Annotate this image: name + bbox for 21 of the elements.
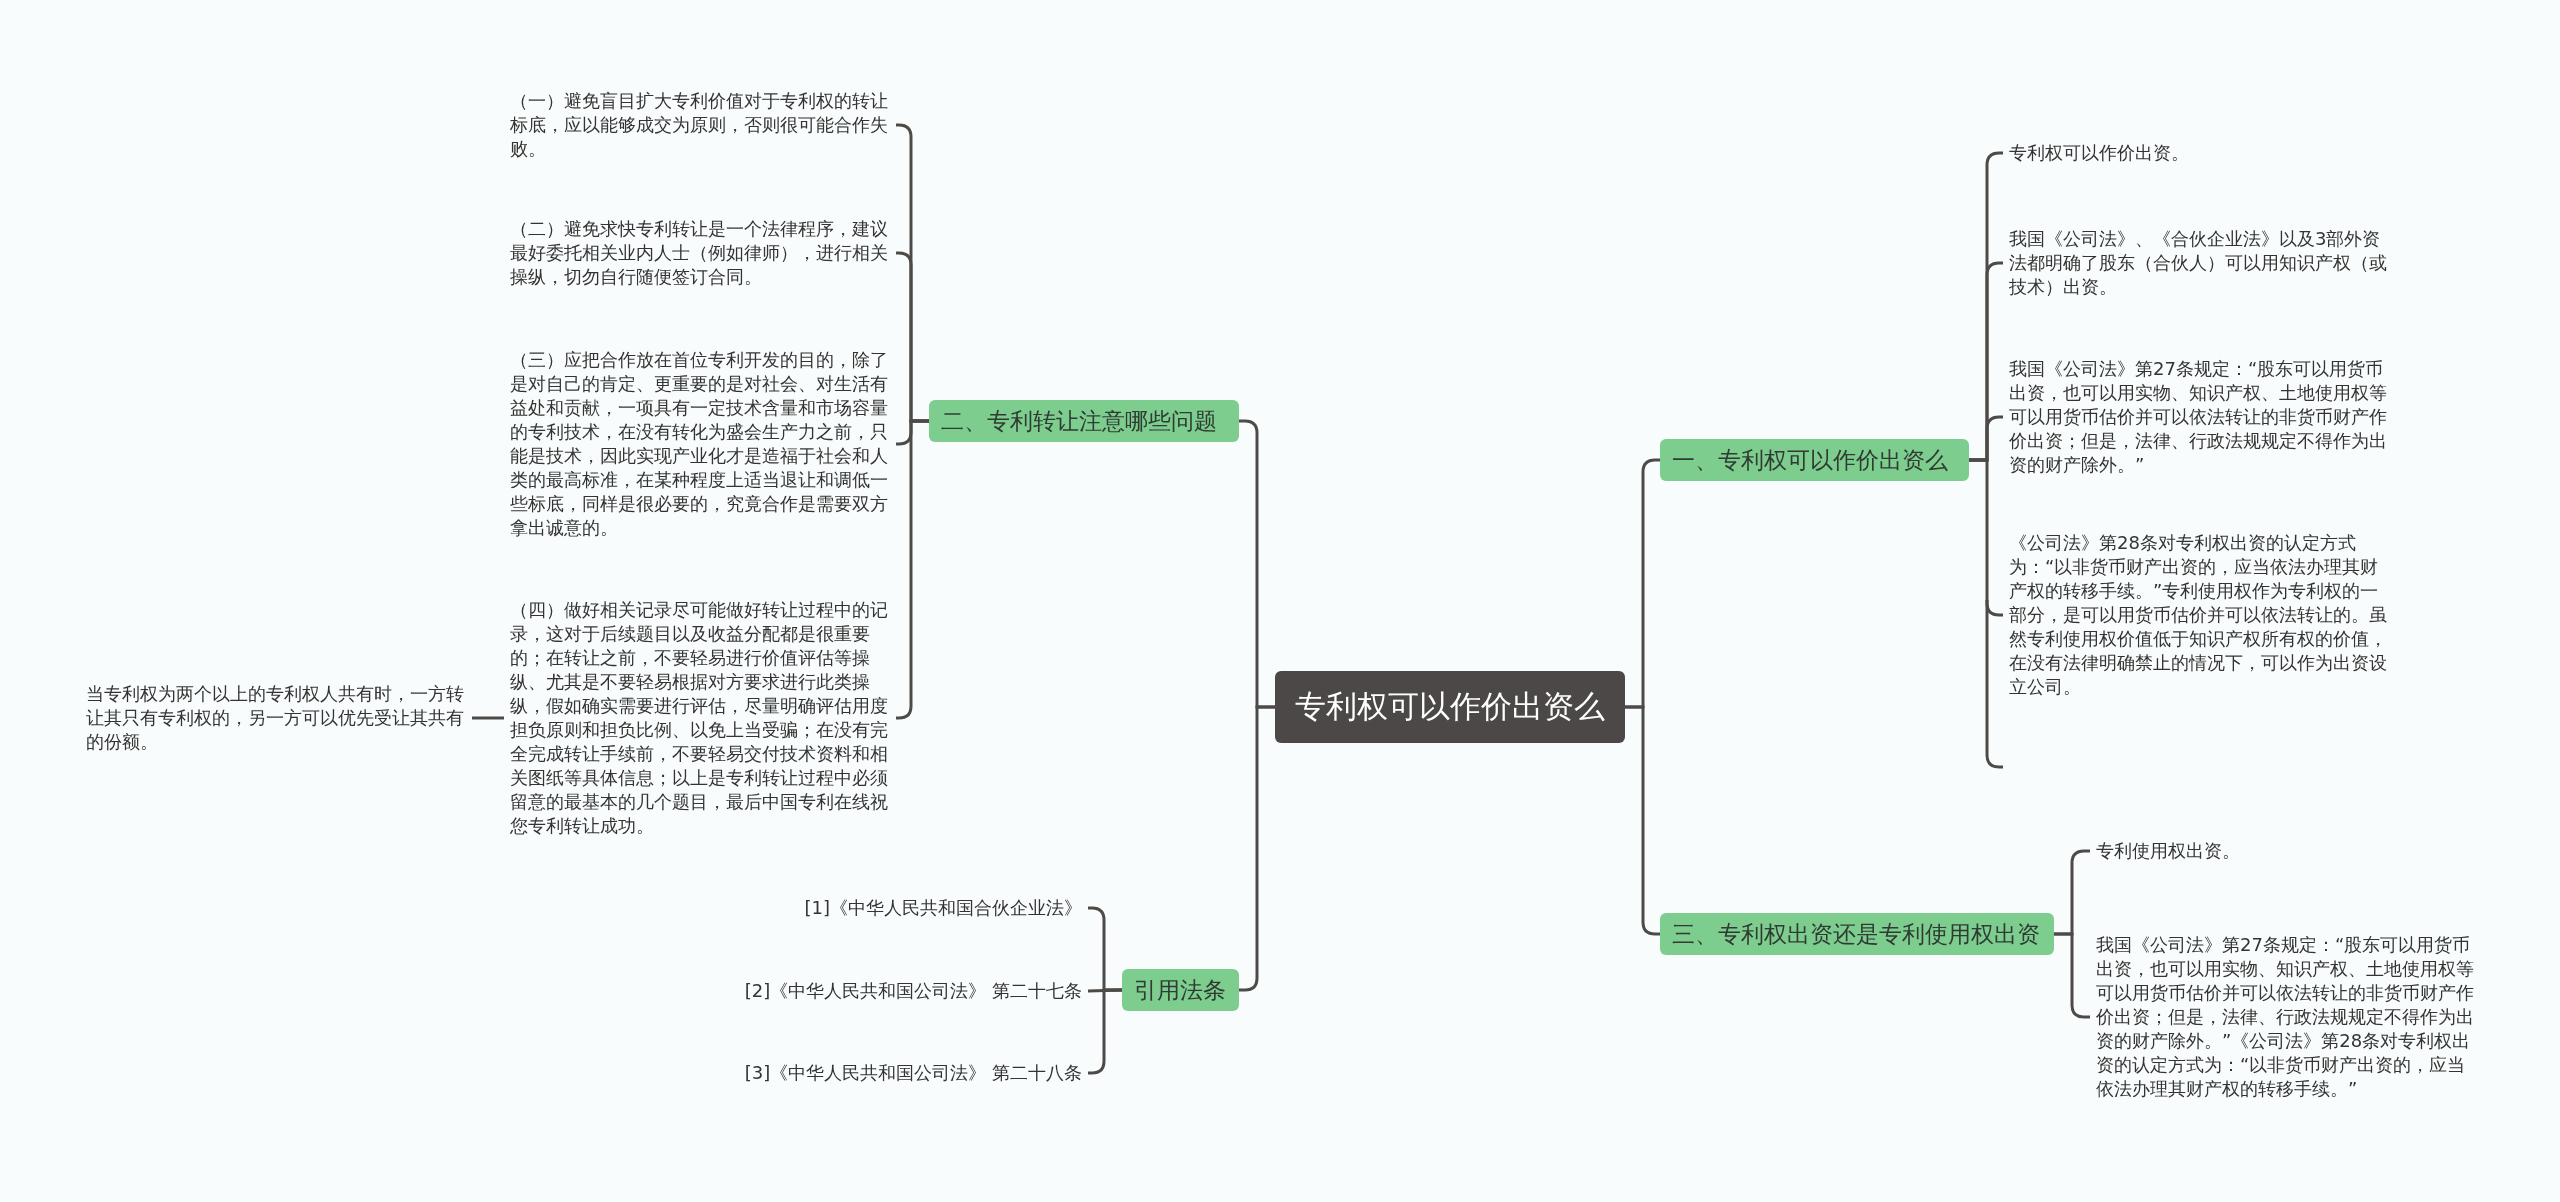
topic-box: 三、专利权出资还是专利使用权出资 (1660, 913, 2054, 955)
subtopic-text: 我国《公司法》、《合伙企业法》以及3部外资法都明确了股东（合伙人）可以用知识产权（或技术）出资。 (2003, 227, 2395, 299)
subtopic-text: [2]《中华人民共和国公司法》 第二十七条 (738, 979, 1088, 1003)
subtopic-text: （一）避免盲目扩大专利价值对于专利权的转让标底，应以能够成交为原则，否则很可能合作失败。 (504, 89, 896, 161)
central-topic-box: 专利权可以作价出资么 (1275, 671, 1625, 743)
subtopic-text: [3]《中华人民共和国公司法》 第二十八条 (738, 1061, 1088, 1085)
subtopic-text: （四）做好相关记录尽可能做好转让过程中的记录，这对于后续题目以及收益分配都是很重要的；在转让之前，不要轻易进行价值评估等操纵、尤其是不要轻易根据对方要求进行此类操纵，假如确实需要进行评估，尽量明确评估用度担负原则和担负比例、以免上当受骗；在没有完全完成转让手续前，不要轻易交付技术资料和相关图纸等具体信息；以上是专利转让过程中必须留意的最基本的几个题目，最后中国专利在线祝您专利转让成功。 (504, 598, 896, 838)
topic-box: 一、专利权可以作价出资么 (1660, 439, 1969, 481)
subtopic-text: （二）避免求快专利转让是一个法律程序，建议最好委托相关业内人士（例如律师），进行相关操纵，切勿自行随便签订合同。 (504, 217, 896, 289)
subtopic-text: [1]《中华人民共和国合伙企业法》 (798, 896, 1088, 920)
branch-line (1969, 458, 2003, 617)
subtopic-text: 当专利权为两个以上的专利权人共有时，一方转让其只有专利权的，另一方可以优先受让其共有的份额。 (80, 682, 472, 754)
subtopic-text: 《公司法》第28条对专利权出资的认定方式为：“以非货币财产出资的，应当依法办理其财产权的转移手续。”专利使用权作为专利权的一部分，是可以用货币估价并可以依法转让的。虽然专利使用权价值低于知识产权所有权的价值，在没有法律明确禁止的情况下，可以作为出资设立公司。 (2003, 531, 2395, 699)
subtopic-text: 我国《公司法》第27条规定：“股东可以用货币出资，也可以用实物、知识产权、土地使用权等可以用货币估价并可以依法转让的非货币财产作价出资；但是，法律、行政法规规定不得作为出资的财产除外。” (2003, 357, 2395, 477)
subtopic-text: 我国《公司法》第27条规定：“股东可以用货币出资，也可以用实物、知识产权、土地使用权等可以用货币估价并可以依法转让的非货币财产作价出资；但是，法律、行政法规规定不得作为出资的财产除外。”《公司法》第28条对专利权出资的认定方式为：“以非货币财产出资的，应当依法办理其财产权的转移手续。” (2090, 933, 2482, 1101)
subtopic-text: 专利使用权出资。 (2090, 839, 2482, 863)
topic-box: 二、专利转让注意哪些问题 (929, 400, 1239, 442)
subtopic-text: （三）应把合作放在首位专利开发的目的，除了是对自己的肯定、更重要的是对社会、对生活有益处和贡献，一项具有一定技术含量和市场容量的专利技术，在没有转化为盛会生产力之前，只能是技术，因此实现产业化才是造福于社会和人类的最高标准，在某种程度上适当退让和调低一些标底，同样是很必要的，究竟合作是需要双方拿出诚意的。 (504, 348, 896, 540)
branch-line (472, 716, 504, 720)
subtopic-text: 专利权可以作价出资。 (2003, 141, 2395, 165)
topic-box: 引用法条 (1122, 969, 1239, 1011)
